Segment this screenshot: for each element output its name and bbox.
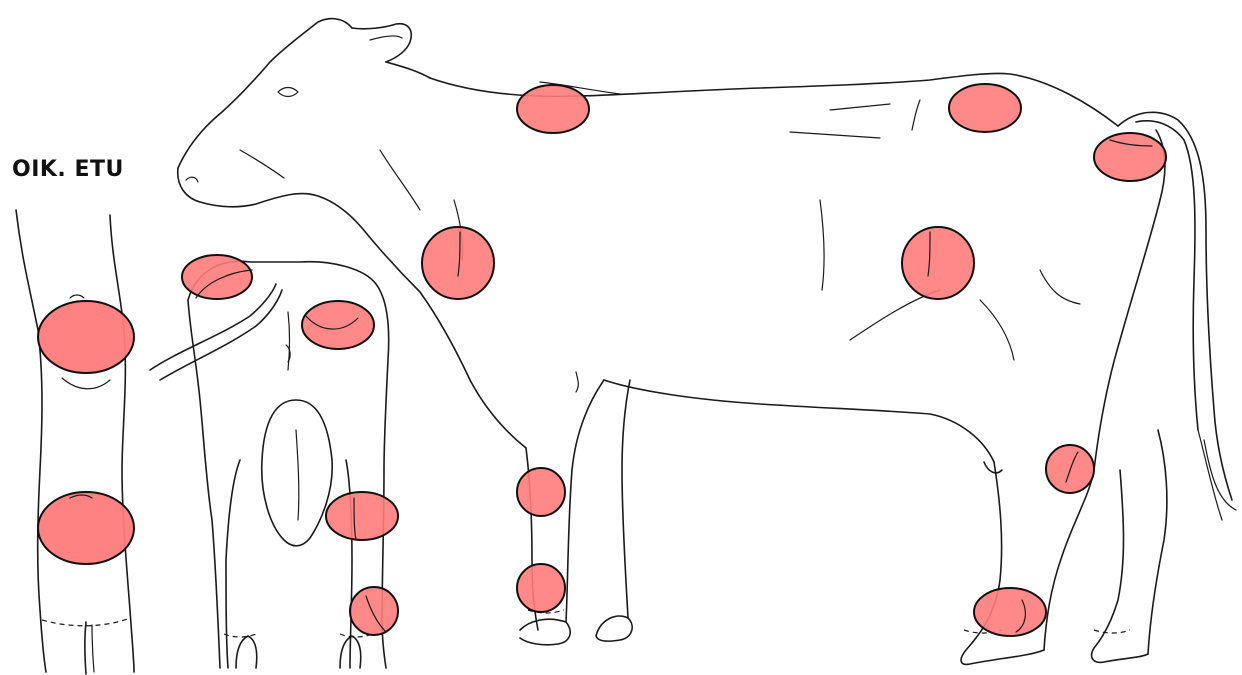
marker-rear-pastern [350,587,398,635]
marker-side-front-knee [517,468,565,516]
marker-rear-left-hip [182,255,252,299]
marker-side-hip [949,84,1021,132]
marker-side-neck [517,85,589,133]
marker-rear-right-hip [302,301,374,349]
marker-front-leg-fetlock [38,492,134,564]
marker-rear-hock [326,492,398,540]
marker-side-front-pastern [517,564,565,612]
marker-side-thigh [902,227,974,299]
markers [38,84,1166,636]
marker-side-hind-pastern [974,588,1046,636]
marker-front-leg-knee [38,301,134,373]
marker-side-pin-bone [1094,133,1166,181]
marker-side-shoulder [422,227,494,299]
cow-front-leg-icon [16,210,134,674]
overlay-lines [70,140,1152,632]
